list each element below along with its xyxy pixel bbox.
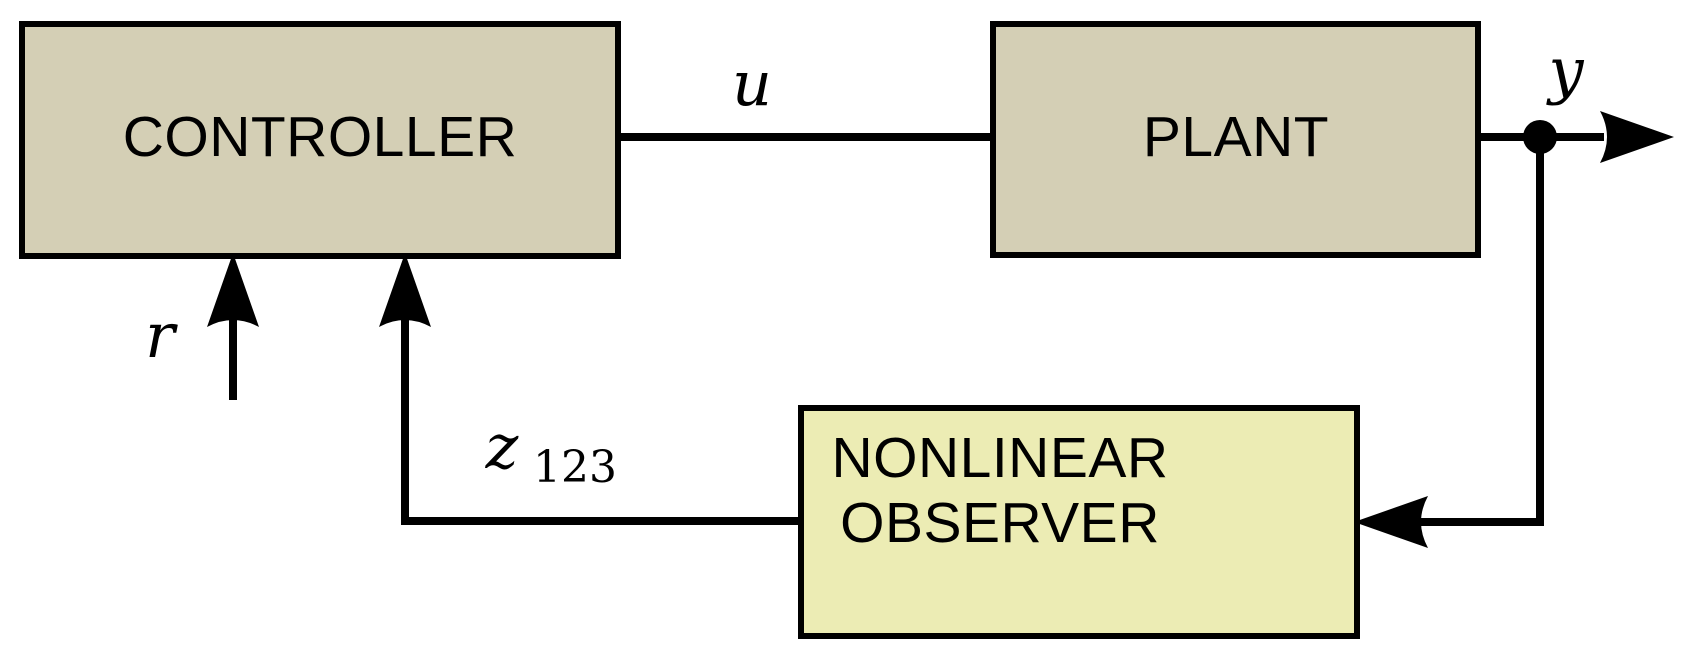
signal-label-z-base: z (485, 410, 519, 483)
block-plant-rect (990, 21, 1481, 258)
arrowhead-output-y (1600, 111, 1674, 163)
block-nonlinear-observer[interactable]: NONLINEAR OBSERVER (798, 405, 1360, 639)
block-controller[interactable]: CONTROLLER (19, 21, 621, 259)
signal-label-r: r (145, 299, 178, 372)
wire-observer-to-controller (401, 290, 805, 525)
arrowhead-observer-input (1354, 496, 1428, 548)
block-controller-label: CONTROLLER (123, 105, 518, 169)
signal-label-y: y (1545, 34, 1584, 107)
arrowhead-controller-input-z (379, 253, 431, 327)
block-observer-rect (798, 405, 1360, 639)
wire-y-to-observer (1370, 137, 1544, 526)
block-plant[interactable]: PLANT (990, 21, 1481, 258)
block-observer-label-line2: OBSERVER (840, 491, 1160, 555)
block-plant-label: PLANT (1143, 105, 1329, 169)
block-controller-rect (19, 21, 621, 259)
signal-label-z: z 123 (485, 410, 617, 493)
block-observer-label-line1: NONLINEAR (831, 426, 1168, 490)
signal-label-u: u (732, 47, 772, 120)
signal-label-z-subscript: 123 (533, 442, 617, 493)
arrowhead-controller-input-r (207, 253, 259, 327)
